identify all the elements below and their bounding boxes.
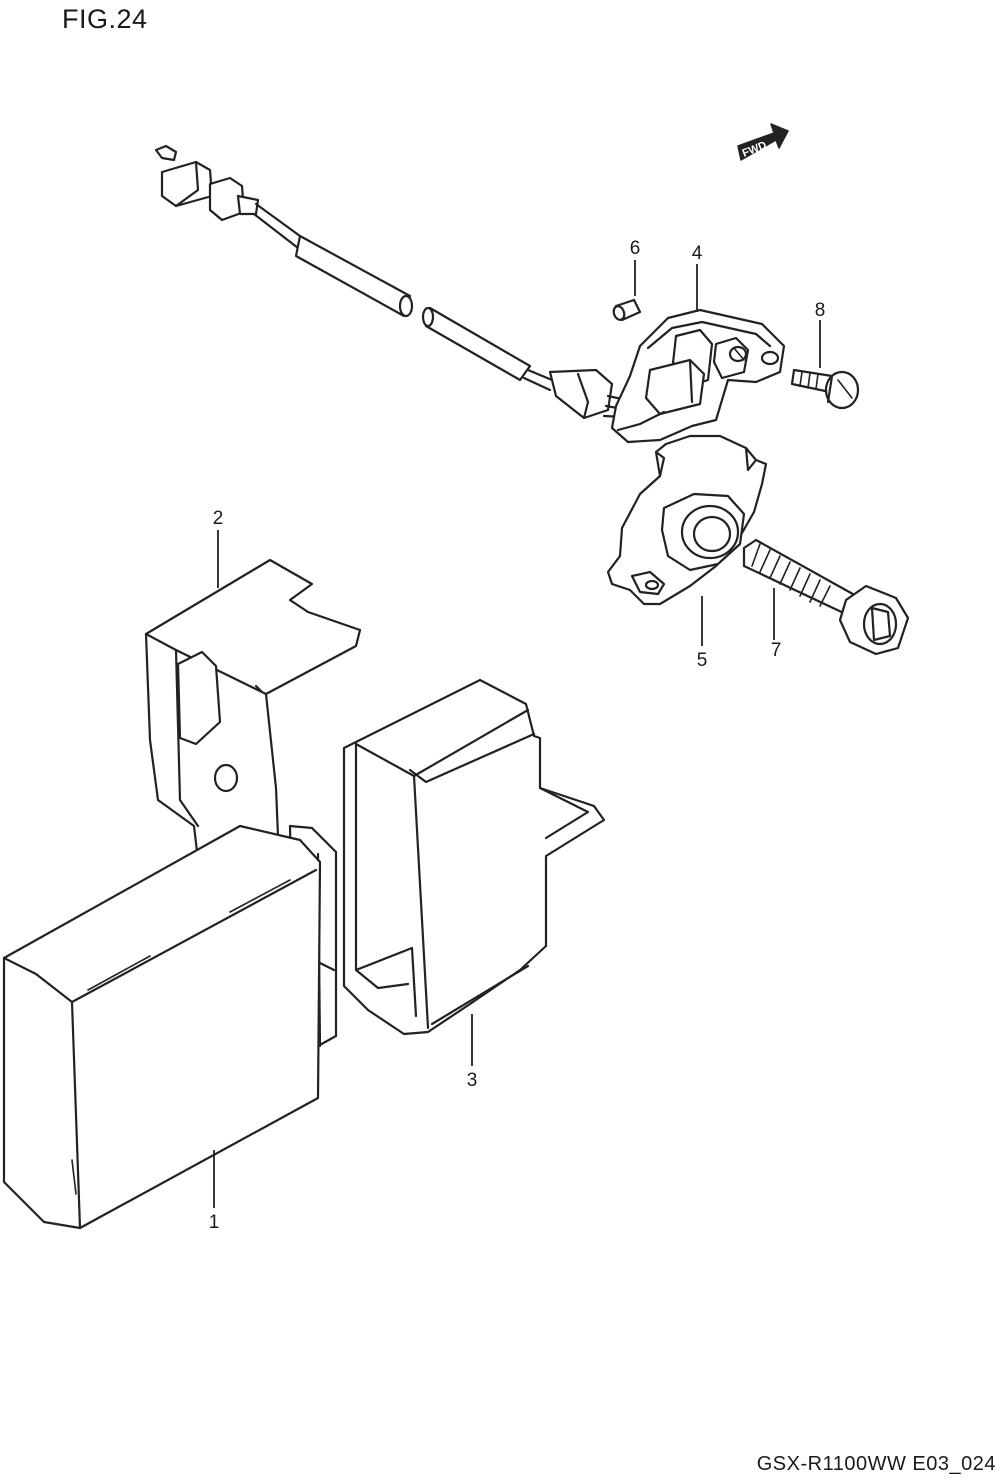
callout-3: 3 (467, 1070, 478, 1091)
fwd-arrow-icon: FWD (737, 123, 789, 161)
callout-5: 5 (697, 650, 708, 671)
diagram-code: GSX-R1100WW E03_024 (756, 1453, 996, 1475)
part-8-screw (790, 368, 860, 410)
fwd-label: FWD (741, 139, 769, 160)
callout-4: 4 (692, 243, 703, 264)
part-1-ignitor-unit (2, 824, 338, 1230)
part-7-bolt (742, 538, 910, 656)
pickup-coil-wire-harness (154, 144, 648, 420)
callout-8: 8 (815, 300, 826, 321)
part-6-pin (612, 298, 642, 322)
figure-title: FIG.24 (62, 4, 148, 34)
callout-1: 1 (209, 1212, 220, 1233)
part-3-holder (342, 678, 606, 1036)
callout-leaders (213, 260, 821, 1208)
callout-6: 6 (630, 238, 641, 259)
part-4-pickup-coil (610, 308, 786, 444)
callout-7: 7 (771, 640, 782, 661)
part-5-rotor-plate (606, 434, 768, 606)
callout-2: 2 (213, 508, 224, 529)
part-2-bracket (144, 558, 362, 878)
